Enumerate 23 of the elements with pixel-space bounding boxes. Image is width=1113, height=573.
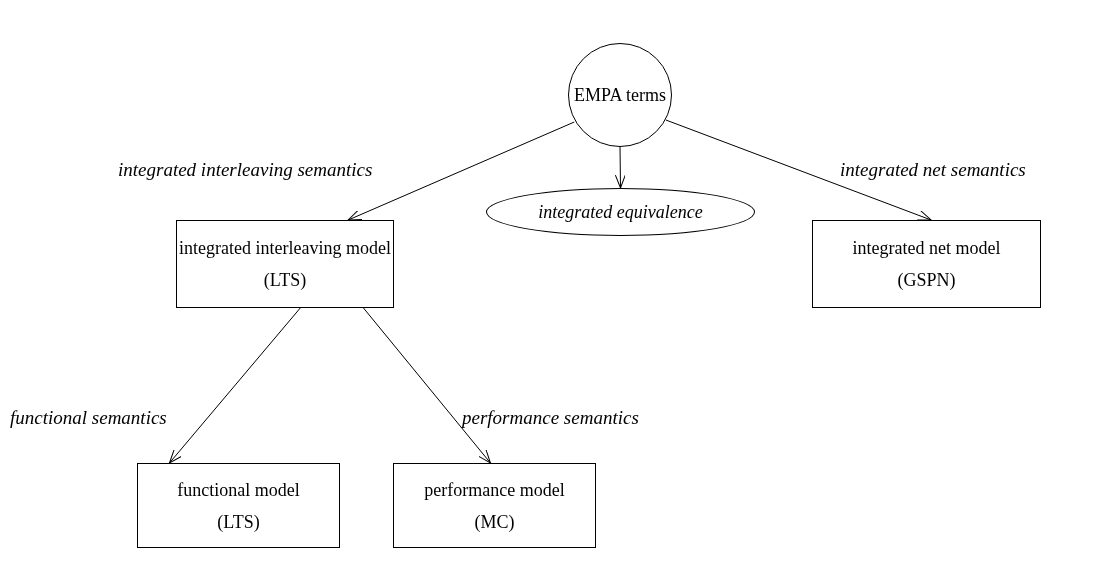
node-label: (MC) — [474, 512, 515, 531]
edge-label: performance semantics — [462, 408, 639, 427]
arrow — [614, 146, 626, 189]
node-label: (LTS) — [217, 512, 260, 531]
arrow — [665, 119, 932, 221]
node-label: EMPA terms — [574, 86, 666, 104]
model-box — [137, 463, 340, 548]
model-box — [812, 220, 1041, 308]
node-label: (LTS) — [263, 271, 307, 289]
edge-label: functional semantics — [10, 408, 167, 427]
node-label: integrated net model — [852, 239, 1001, 257]
node-label: performance model — [424, 480, 565, 499]
edge-label: integrated net semantics — [840, 160, 1026, 179]
edge-label: integrated interleaving semantics — [118, 160, 373, 179]
arrow — [363, 307, 491, 464]
node-label: integrated equivalence — [538, 203, 703, 221]
arrow — [347, 121, 575, 221]
model-box — [393, 463, 596, 548]
node-label: (GSPN) — [897, 271, 956, 289]
model-box — [176, 220, 394, 308]
node-label: integrated interleaving model — [179, 239, 391, 257]
arrow — [169, 307, 301, 464]
node-label: functional model — [177, 480, 300, 499]
